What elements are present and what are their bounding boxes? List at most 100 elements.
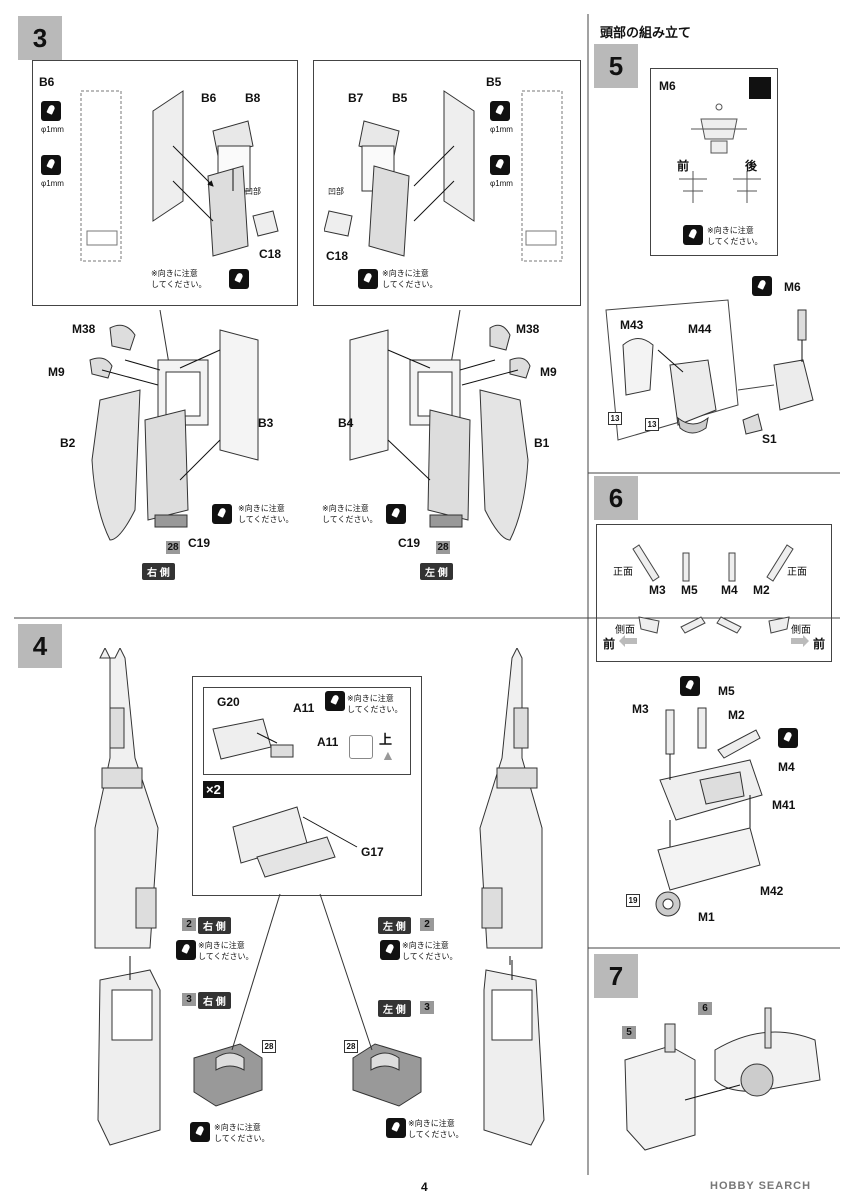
- step5-main-drawing: [605, 299, 814, 441]
- step4-right-lower-drawing: [483, 960, 545, 1146]
- label-m38: M38: [72, 322, 96, 336]
- step3-right-detail-panel: B7 B5 B5 φ1mm φ1mm 凹部 C18 ※向きに注意 してください。: [313, 60, 581, 306]
- step3-right-main-drawing: [349, 310, 531, 541]
- decal-number: 28: [344, 1040, 358, 1053]
- side-tag: 右 側: [198, 917, 231, 934]
- step6-inset-panel: 正面 正面 M3 M5 M4 M2 側面 側面 前 前: [596, 524, 832, 662]
- label-m5: M5: [718, 684, 735, 698]
- step4-inset-subpanel: [203, 687, 411, 775]
- label-b5b: B5: [486, 75, 502, 89]
- label-m1: M1: [698, 910, 715, 924]
- label-c18: C18: [259, 247, 282, 261]
- label-b6: B6: [39, 75, 55, 89]
- label-m9: M9: [48, 365, 65, 379]
- step7-drawing: [624, 1007, 821, 1151]
- label-rear: 後: [745, 159, 758, 173]
- label-b6b: B6: [201, 91, 217, 105]
- step3-left-detail-panel: B6 φ1mm φ1mm B6 B8 凹部 C18 ※向きに注意 してください。: [32, 60, 298, 306]
- label-forward-left: 前: [603, 637, 616, 651]
- step-3-number: 3: [18, 16, 62, 60]
- orientation-note: ※向きに注意 してください。: [214, 1123, 270, 1143]
- step-6-number: 6: [594, 476, 638, 520]
- cement-icon: [212, 504, 232, 524]
- label-b8: B8: [245, 91, 261, 105]
- cement-icon: [229, 269, 249, 289]
- label-b7: B7: [348, 91, 364, 105]
- orientation-note: ※向きに注意 してください。: [322, 504, 378, 524]
- cement-icon: [778, 728, 798, 748]
- decal-number: 13: [608, 412, 622, 425]
- quantity-badge: ×2: [203, 781, 224, 798]
- label-g17: G17: [361, 845, 384, 859]
- label-m42: M42: [760, 884, 784, 898]
- decal-number: 13: [645, 418, 659, 431]
- label-front: 前: [677, 159, 690, 173]
- label-side-right: 側面: [791, 625, 811, 636]
- step4-left-part-drawing: [193, 1043, 263, 1107]
- step4-inset-drawing: [212, 718, 358, 878]
- label-m4: M4: [721, 583, 738, 597]
- step-ref-3: 3: [420, 1001, 434, 1014]
- label-m44: M44: [688, 322, 712, 336]
- decal-number: 19: [626, 894, 640, 907]
- label-m2: M2: [728, 708, 745, 722]
- drill-dia-2: φ1mm: [490, 179, 513, 188]
- label-c19: C19: [188, 536, 211, 550]
- orientation-note: ※向きに注意 してください。: [238, 504, 294, 524]
- label-dent: 凹部: [328, 187, 344, 196]
- step5-inset-panel: M6 前 後 ※向きに注意 してください。: [650, 68, 778, 256]
- label-a11b: A11: [317, 735, 339, 749]
- step-7-number: 7: [594, 954, 638, 998]
- label-m4: M4: [778, 760, 795, 774]
- step5-inset-drawing: [679, 103, 761, 203]
- step-ref-2: 2: [182, 918, 196, 931]
- label-forward-right: 前: [813, 637, 826, 651]
- decal-number: 28: [262, 1040, 276, 1053]
- decal-marker-icon: [749, 77, 771, 99]
- cement-icon: [176, 940, 196, 960]
- label-m3: M3: [632, 702, 649, 716]
- label-m9: M9: [540, 365, 557, 379]
- label-up: 上: [379, 732, 393, 747]
- side-tag: 左 側: [420, 563, 453, 580]
- label-s1: S1: [762, 432, 777, 446]
- up-arrow-icon: ▲: [381, 747, 395, 763]
- side-tag: 左 側: [378, 1000, 411, 1017]
- step-4-number: 4: [18, 624, 62, 668]
- orientation-note: ※向きに注意 してください。: [151, 269, 207, 289]
- label-a11: A11: [293, 701, 315, 715]
- label-b1: B1: [534, 436, 550, 450]
- orientation-note: ※向きに注意 してください。: [347, 694, 403, 714]
- label-m2: M2: [753, 583, 770, 597]
- step3-left-main-drawing: [89, 310, 259, 541]
- step-5-number: 5: [594, 44, 638, 88]
- label-c18: C18: [326, 249, 349, 263]
- label-g20: G20: [217, 695, 240, 709]
- step4-left-body-drawing: [94, 648, 159, 949]
- cement-icon: [683, 225, 703, 245]
- step3-right-detail-drawing: [324, 90, 563, 262]
- orientation-note: ※向きに注意 してください。: [707, 226, 763, 246]
- page-number: 4: [421, 1180, 428, 1194]
- label-m3: M3: [649, 583, 666, 597]
- side-tag: 左 側: [378, 917, 411, 934]
- part-top-view: [349, 735, 373, 759]
- cement-icon: [380, 940, 400, 960]
- orientation-note: ※向きに注意 してください。: [198, 941, 254, 961]
- label-dent: 凹部: [245, 187, 261, 196]
- drill-icon: [41, 155, 61, 175]
- label-m6: M6: [784, 280, 801, 294]
- orientation-note: ※向きに注意 してください。: [408, 1119, 464, 1139]
- label-m6: M6: [659, 79, 676, 93]
- step6-main-drawing: [655, 707, 763, 917]
- cement-icon: [386, 504, 406, 524]
- step4-right-part-drawing: [352, 1043, 422, 1107]
- step-ref-5: 5: [622, 1026, 636, 1039]
- step4-right-body-drawing: [479, 648, 543, 949]
- orientation-note: ※向きに注意 してください。: [382, 269, 438, 289]
- label-b3: B3: [258, 416, 274, 430]
- decal-number: 28: [436, 541, 450, 554]
- orientation-note: ※向きに注意 してください。: [402, 941, 458, 961]
- cement-icon: [358, 269, 378, 289]
